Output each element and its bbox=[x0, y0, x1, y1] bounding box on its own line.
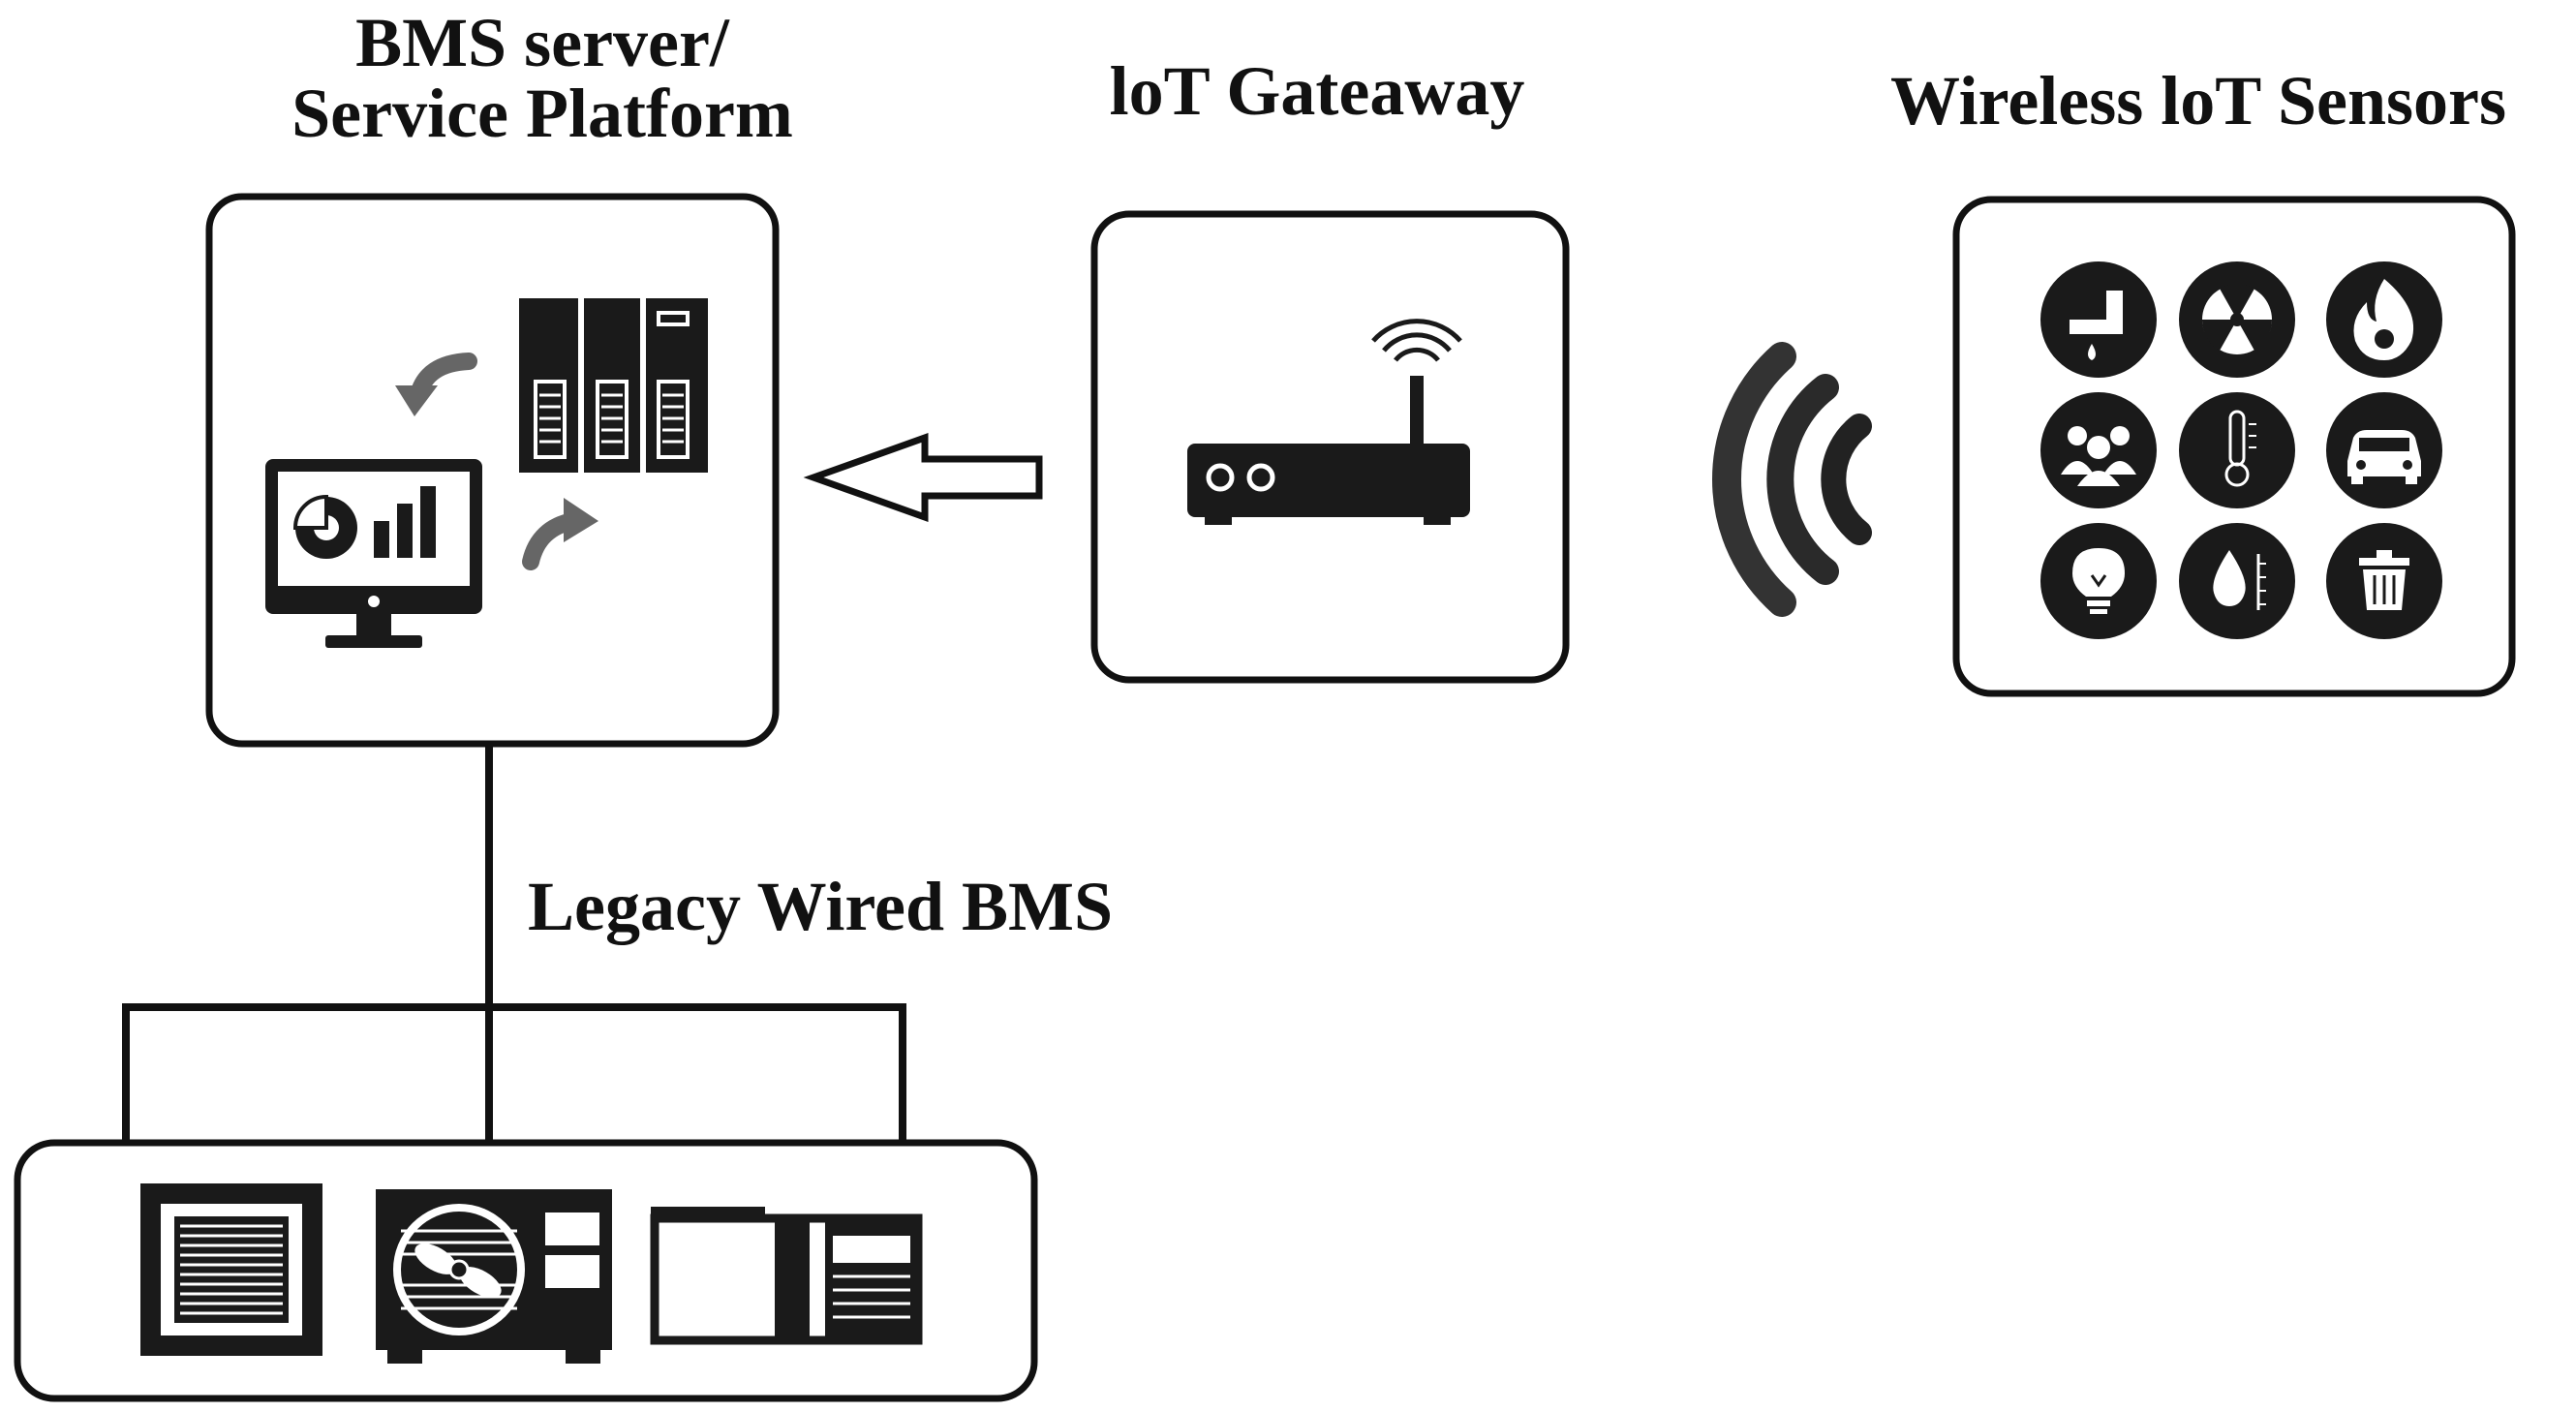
iot-gateway-box bbox=[1090, 210, 1570, 684]
legacy-wired-bms-label: Legacy Wired BMS bbox=[528, 868, 1114, 945]
light-sensor-icon bbox=[2040, 523, 2157, 639]
wireless-sensors-box bbox=[1952, 196, 2516, 697]
humidity-sensor-icon bbox=[2179, 523, 2295, 639]
bms-server-label-line1: BMS server/ bbox=[355, 4, 729, 81]
occupancy-sensor-icon bbox=[2040, 392, 2157, 508]
wifi-router-icon bbox=[1187, 319, 1470, 525]
iot-gateway-label: loT Gateaway bbox=[1109, 52, 1525, 130]
sync-arrow-up-icon bbox=[522, 498, 598, 570]
bms-server-label-line2: Service Platform bbox=[291, 75, 793, 153]
gateway-to-server-arrow bbox=[803, 433, 1043, 522]
wireless-sensors-label: Wireless loT Sensors bbox=[1889, 62, 2507, 139]
bms-server-label: BMS server/ Service Platform bbox=[194, 4, 891, 153]
parking-sensor-icon bbox=[2326, 392, 2442, 508]
temperature-sensor-icon bbox=[2179, 392, 2295, 508]
radiation-sensor-icon bbox=[2179, 261, 2295, 378]
waste-bin-sensor-icon bbox=[2326, 523, 2442, 639]
outdoor-condenser-unit-icon bbox=[376, 1189, 612, 1364]
sync-arrow-down-icon bbox=[395, 353, 477, 416]
bms-server-box bbox=[205, 193, 780, 748]
server-rack-icon bbox=[519, 298, 708, 473]
wired-bus-line bbox=[122, 744, 906, 1143]
water-leak-sensor-icon bbox=[2040, 261, 2157, 378]
monitor-dashboard-icon bbox=[265, 459, 482, 648]
fire-sensor-icon bbox=[2326, 261, 2442, 378]
legacy-equipment-box bbox=[14, 1139, 1038, 1402]
wireless-signal-icon bbox=[1712, 342, 1872, 617]
ceiling-cassette-ac-icon bbox=[140, 1183, 322, 1356]
air-handling-unit-icon bbox=[650, 1207, 923, 1345]
